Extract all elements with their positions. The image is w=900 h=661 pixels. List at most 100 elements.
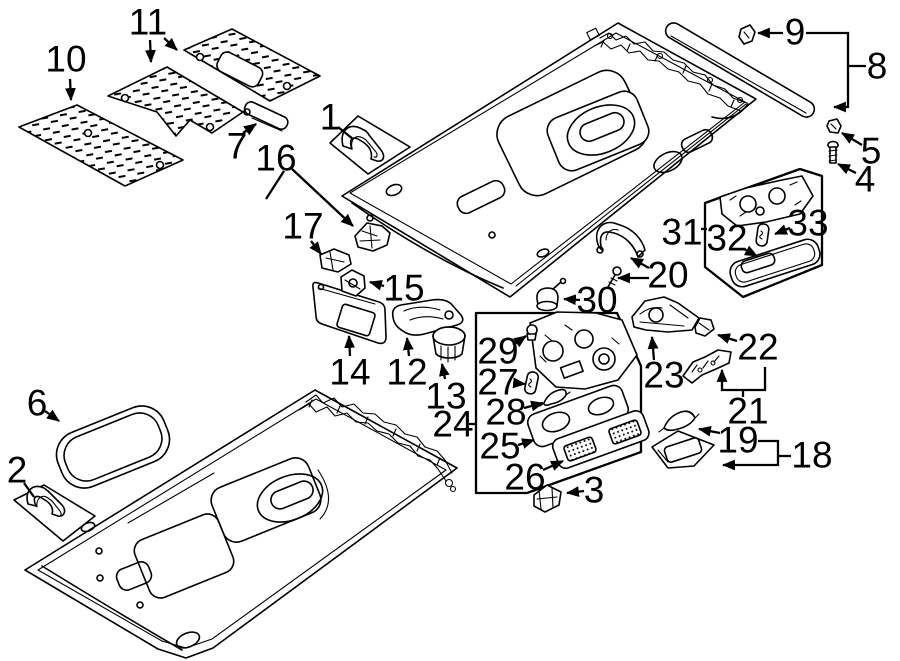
visor-bracket-12 <box>391 298 464 336</box>
leader-33 <box>773 224 791 236</box>
leader-2 <box>23 482 35 498</box>
callout-18: 18 <box>791 435 832 476</box>
leader-19-bracket <box>721 439 780 471</box>
leader-29 <box>512 335 527 348</box>
clip-5 <box>826 118 842 134</box>
callout-3: 3 <box>584 470 605 511</box>
reading-lamp-18 <box>651 430 715 469</box>
leader-30 <box>562 294 581 306</box>
callout-21: 21 <box>727 391 768 432</box>
sound-absorber-pads <box>18 28 321 187</box>
leader-5 <box>841 132 863 146</box>
leader-22 <box>716 333 738 344</box>
console-housing-24 <box>529 311 638 390</box>
visor-mirror <box>336 303 376 337</box>
roof-harness-rear <box>298 394 457 493</box>
bulb-33 <box>755 223 770 247</box>
callout-1: 1 <box>320 97 341 138</box>
sunroof-seal-6 <box>55 405 171 489</box>
callout-19: 19 <box>717 420 758 461</box>
console-grille-26 <box>551 410 650 470</box>
leader-25 <box>517 438 536 449</box>
headliner-front-panel <box>341 22 757 298</box>
leader-27 <box>512 377 527 389</box>
callout-20: 20 <box>647 255 688 296</box>
callout-16: 16 <box>255 138 296 179</box>
roof-harness-front <box>586 27 748 112</box>
callout-28: 28 <box>485 392 526 433</box>
leader-14 <box>344 334 356 357</box>
callout-13: 13 <box>425 376 466 417</box>
absorber-pad-10 <box>18 104 184 187</box>
clip-15 <box>340 269 366 297</box>
callout-8: 8 <box>867 46 888 87</box>
leader-23 <box>647 335 659 361</box>
callout-9: 9 <box>785 12 806 53</box>
clip-17 <box>319 248 352 273</box>
bulb-19 <box>658 410 700 433</box>
headliner-rear-panel <box>24 389 458 659</box>
leader-6 <box>44 409 60 422</box>
leader-11-a <box>145 39 156 64</box>
sunroof-opening <box>546 90 650 172</box>
leader-12 <box>402 336 414 357</box>
callout-10: 10 <box>45 39 86 80</box>
leader-8 <box>806 31 850 113</box>
callout-24: 24 <box>432 404 473 445</box>
sun-visor-14 <box>312 281 387 345</box>
leader-4 <box>837 162 857 175</box>
leader-17 <box>309 240 322 255</box>
leader-lines <box>23 27 866 498</box>
callout-33: 33 <box>787 203 828 244</box>
clip-16 <box>354 222 391 252</box>
bulb-27 <box>523 371 540 395</box>
visor-rod-cover-7 <box>243 101 289 132</box>
leader-15 <box>368 280 385 291</box>
callout-11: 11 <box>129 2 167 43</box>
rail-21 <box>682 349 732 384</box>
dome-lamp-group-box-31 <box>703 167 824 299</box>
visor-clip-13 <box>432 326 466 363</box>
dome-lamp-lens-32 <box>729 238 821 288</box>
grab-handle-front-1 <box>329 115 411 175</box>
bulb-29 <box>526 324 538 341</box>
leader-11-b <box>163 37 178 51</box>
callout-22: 22 <box>737 327 778 368</box>
callout-25: 25 <box>479 426 520 467</box>
callout-32: 32 <box>706 218 747 259</box>
leader-10 <box>65 78 76 102</box>
leader-1 <box>337 126 354 140</box>
callout-26: 26 <box>504 457 545 498</box>
header-trim-strip-8 <box>664 22 816 118</box>
leader-26 <box>542 459 564 472</box>
sensor-30 <box>536 277 567 312</box>
leader-7 <box>242 123 257 136</box>
callout-7: 7 <box>227 126 248 167</box>
clip-22 <box>694 317 715 337</box>
callout-2: 2 <box>7 450 28 491</box>
leader-3 <box>565 486 585 497</box>
leader-13 <box>439 362 450 380</box>
callout-4: 4 <box>855 159 876 200</box>
callout-12: 12 <box>386 352 427 393</box>
console-group-box-24 <box>474 311 650 495</box>
absorber-pad-11-middle <box>107 66 244 137</box>
front-console-recess <box>133 513 235 599</box>
callout-15: 15 <box>383 268 424 309</box>
leader-16-a <box>265 170 285 200</box>
callout-14: 14 <box>329 352 370 393</box>
callout-27: 27 <box>477 362 518 403</box>
clip-9 <box>738 24 756 45</box>
callout-30: 30 <box>576 280 617 321</box>
clip-3 <box>533 484 562 513</box>
leader-20-a <box>630 256 650 270</box>
leader-16-b <box>291 168 354 227</box>
callout-29: 29 <box>477 331 518 372</box>
dome-lamp-housing-31 <box>719 175 814 227</box>
screw-4 <box>827 140 839 164</box>
grab-handle-plate-2 <box>13 484 96 542</box>
callout-5: 5 <box>861 131 882 172</box>
callout-23: 23 <box>643 355 684 396</box>
leader-32 <box>743 245 758 258</box>
